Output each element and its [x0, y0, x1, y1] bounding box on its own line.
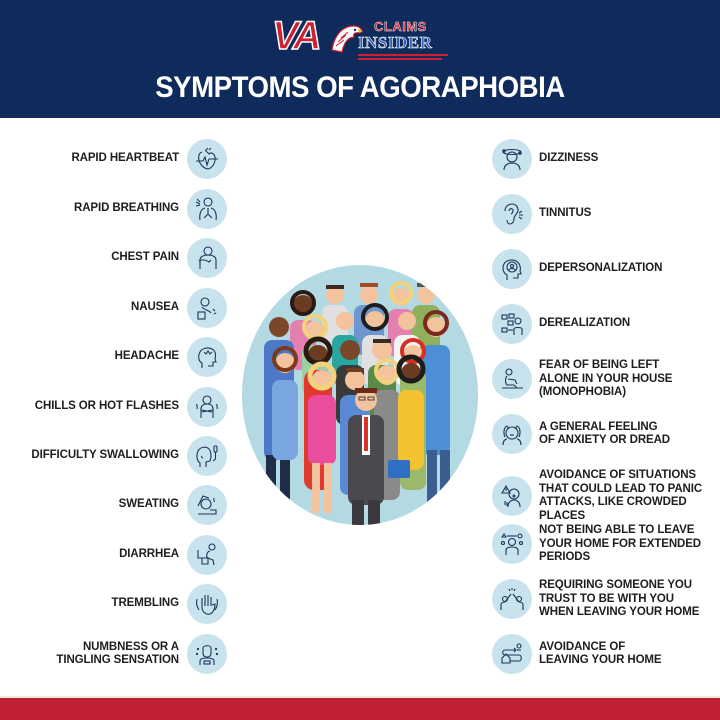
symptom-label: HEADACHE [114, 350, 179, 363]
sweating-icon [187, 485, 227, 525]
headache-icon [187, 337, 227, 377]
page-title: SYMPTOMS OF AGORAPHOBIA [155, 71, 565, 104]
sitting-alone-icon [492, 359, 532, 400]
symptom-derealization: DEREALIZATION [492, 304, 630, 344]
symptom-difficulty-swallowing: DIFFICULTY SWALLOWING [31, 436, 227, 476]
logo-claims-text: CLAIMS [374, 19, 427, 34]
symptom-label: RAPID HEARTBEAT [71, 152, 179, 165]
dizziness-icon [492, 139, 532, 179]
trembling-hand-icon [187, 584, 227, 624]
chills-icon [187, 387, 227, 427]
head-mind-icon [492, 249, 532, 289]
symptom-tinnitus: TINNITUS [492, 194, 591, 234]
symptom-label: SWEATING [118, 498, 179, 511]
header-banner: VA CLAIMS INSIDER SYMPTOMS OF AGORAPHOBI… [0, 0, 720, 118]
symptom-label: RAPID BREATHING [74, 202, 179, 215]
person-thoughts-icon [492, 524, 532, 565]
symptom-diarrhea: DIARRHEA [119, 535, 227, 575]
tingling-icon [187, 634, 227, 674]
symptom-depersonalization: DEPERSONALIZATION [492, 249, 662, 289]
symptom-rapid-breathing: RAPID BREATHING [74, 189, 227, 229]
symptom-dizziness: DIZZINESS [492, 139, 598, 179]
symptom-label: DIFFICULTY SWALLOWING [31, 449, 179, 462]
symptom-sweating: SWEATING [119, 485, 227, 525]
logo-stripe [358, 58, 442, 60]
panic-warning-icon [492, 476, 532, 516]
high-five-icon [492, 579, 532, 620]
symptom-label: DEREALIZATION [539, 317, 631, 330]
home-path-icon [492, 634, 532, 674]
derealization-icon [492, 304, 532, 344]
symptom-label: TREMBLING [111, 597, 180, 610]
symptom-headache: HEADACHE [115, 337, 227, 377]
symptom-label: DIARRHEA [119, 548, 179, 561]
symptom-label: CHILLS OR HOT FLASHES [34, 400, 179, 413]
ear-icon [492, 194, 532, 234]
toilet-icon [187, 535, 227, 575]
symptom-label: CHEST PAIN [111, 251, 179, 264]
logo-stripe [358, 54, 448, 56]
symptom-nausea: NAUSEA [131, 288, 227, 328]
symptom-label: NAUSEA [131, 301, 179, 314]
logo-insider-text: INSIDER [358, 33, 433, 52]
chest-pain-icon [187, 238, 227, 278]
nausea-icon [187, 288, 227, 328]
heart-icon [187, 139, 227, 179]
crowd-illustration [242, 265, 478, 525]
va-claims-insider-logo[interactable]: VA CLAIMS INSIDER [271, 13, 448, 62]
logo-va-text: VA [271, 13, 322, 59]
symptom-label: TINNITUS [539, 207, 592, 220]
symptom-rapid-heartbeat: RAPID HEARTBEAT [71, 139, 227, 179]
symptom-trembling: TREMBLING [112, 584, 227, 624]
symptom-chest-pain: CHEST PAIN [111, 238, 227, 278]
anxiety-icon [492, 414, 532, 454]
footer-divider [0, 696, 720, 698]
lungs-icon [187, 189, 227, 229]
symptom-label: DIZZINESS [539, 152, 599, 165]
symptom-label: DEPERSONALIZATION [539, 262, 663, 275]
eagle-icon [331, 25, 363, 53]
swallowing-icon [187, 436, 227, 476]
crowd-people-image [264, 281, 450, 525]
footer-band [0, 698, 720, 720]
symptom-chills-hot-flashes: CHILLS OR HOT FLASHES [35, 387, 227, 427]
